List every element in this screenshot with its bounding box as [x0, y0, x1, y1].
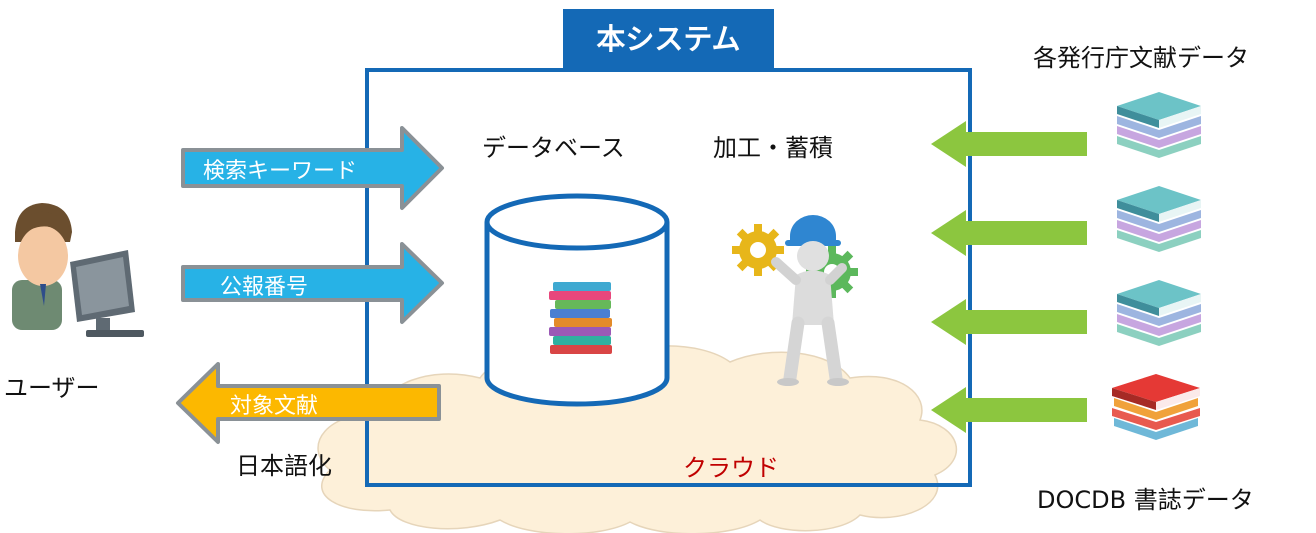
- book-stack-icon: [549, 282, 612, 354]
- cloud-label: クラウド: [683, 454, 779, 482]
- user-at-computer-icon: [12, 203, 144, 337]
- worker-with-gears-icon: [732, 215, 858, 386]
- target-documents-arrow: [176, 362, 441, 444]
- red-books-icon: [1112, 374, 1200, 440]
- sources-label: 各発行庁文献データ: [1033, 44, 1249, 72]
- system-title-tab: [563, 9, 774, 70]
- publication-number-label: 公報番号: [220, 275, 309, 300]
- data-inflow-arrows: [931, 121, 1087, 433]
- user-label: ユーザー: [4, 374, 100, 402]
- search-keyword-label: 検索キーワード: [203, 159, 358, 184]
- teal-books-icon: [1117, 92, 1201, 346]
- system-title: 本システム: [596, 22, 741, 56]
- processing-label: 加工・蓄積: [713, 134, 833, 162]
- database-label: データベース: [482, 134, 625, 162]
- search-keyword-arrow: [181, 126, 444, 210]
- target-documents-label: 対象文献: [230, 394, 319, 419]
- publication-number-arrow: [181, 242, 444, 324]
- docdb-label: DOCDB 書誌データ: [1037, 486, 1254, 514]
- japanese-label: 日本語化: [236, 452, 332, 480]
